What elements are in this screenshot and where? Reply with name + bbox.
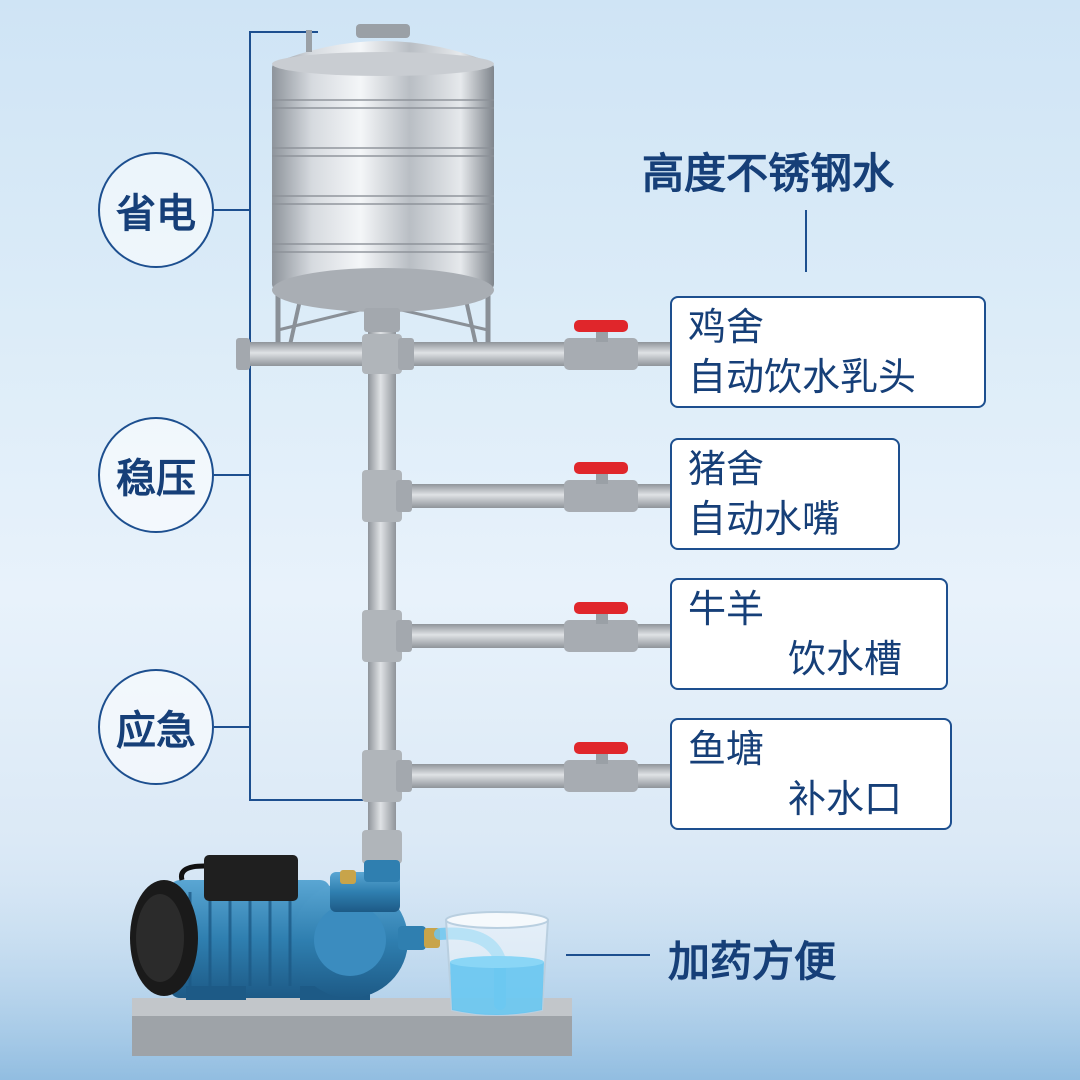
outlet-label-line2: 自动水嘴 <box>688 497 841 541</box>
outlet-label-chicken: 鸡舍 自动饮水乳头 <box>670 296 986 408</box>
tank-title: 高度不锈钢水 <box>642 149 895 198</box>
tank-outlet-fitting <box>364 308 400 332</box>
ball-valve-icon <box>564 742 638 792</box>
outlet-label-fish-pond: 鱼塘 补水口 <box>670 718 952 830</box>
dosing-beaker-icon <box>434 911 550 1016</box>
outlet-label-line2: 补水口 <box>788 777 903 821</box>
outlet-label-cattle-sheep: 牛羊 饮水槽 <box>670 578 948 690</box>
badge-emergency: 应急 <box>98 669 214 785</box>
badge-stable-pressure: 稳压 <box>98 417 214 533</box>
badge-save-power-text: 省电 <box>116 191 196 237</box>
stainless-tank-icon <box>272 24 494 346</box>
outlet-label-line2: 饮水槽 <box>788 637 903 681</box>
outlet-label-pig: 猪舍 自动水嘴 <box>670 438 900 550</box>
dosing-label: 加药方便 <box>668 937 837 986</box>
badge-save-power: 省电 <box>98 152 214 268</box>
outlet-label-line2: 自动饮水乳头 <box>688 355 917 399</box>
outlet-label-line1: 鸡舍 <box>688 305 765 349</box>
water-pump-icon <box>130 855 440 1000</box>
outlet-label-line1: 牛羊 <box>688 587 765 631</box>
bracket-line <box>249 31 372 801</box>
outlet-label-line1: 猪舍 <box>688 447 765 491</box>
outlet-label-line1: 鱼塘 <box>688 727 765 771</box>
riser-union <box>362 830 402 864</box>
ball-valve-icon <box>564 602 638 652</box>
badge-stable-pressure-text: 稳压 <box>116 456 196 502</box>
ball-valve-icon <box>564 462 638 512</box>
badge-emergency-text: 应急 <box>116 708 196 754</box>
tee-fitting-1 <box>362 334 402 374</box>
ball-valve-icon <box>564 320 638 370</box>
